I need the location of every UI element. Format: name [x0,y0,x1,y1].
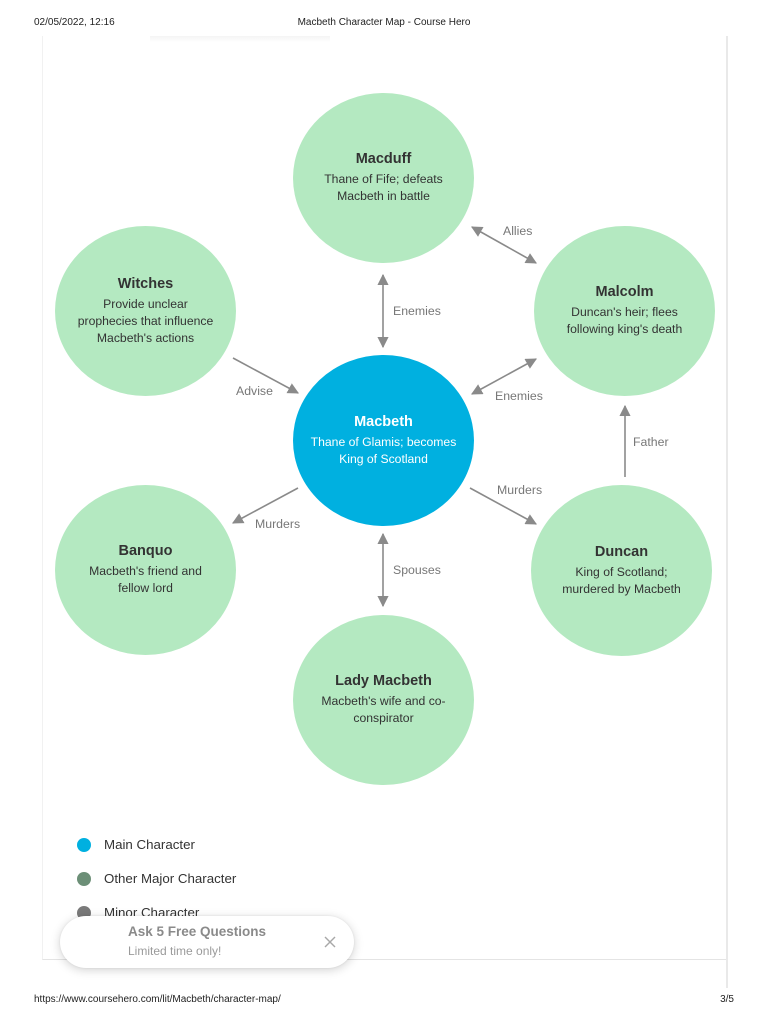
label-duncan-malcolm: Father [633,435,669,449]
legend-label: Other Major Character [104,871,237,886]
toast-subtitle: Limited time only! [128,944,222,958]
character-description: Macbeth's friend and fellow lord [89,564,202,595]
free-questions-toast[interactable]: Ask 5 Free Questions Limited time only! [60,916,354,968]
character-description: Provide unclear prophecies that influenc… [77,296,214,345]
label-macduff-malcolm: Allies [503,224,533,238]
character-node-banquo: Banquo Macbeth's friend and fellow lord [55,485,236,655]
legend-dot-main [77,838,91,852]
print-datetime: 02/05/2022, 12:16 [34,17,115,28]
legend-item-other-major: Other Major Character [77,871,327,889]
character-name: Witches [117,275,174,292]
label-witches-macbeth: Advise [236,384,273,398]
label-macbeth-lady-macbeth: Spouses [393,563,441,577]
label-macduff-macbeth: Enemies [393,304,441,318]
character-name: Macbeth [354,413,413,430]
arrow-macbeth-banquo [232,487,299,524]
character-name: Lady Macbeth [335,673,432,689]
character-node-duncan: Duncan King of Scotland; murdered by Mac… [531,485,712,656]
arrow-witches-macbeth [232,357,299,394]
character-node-macduff: Macduff Thane of Fife; defeats Macbeth i… [293,93,474,263]
character-description: Thane of Glamis; becomes King of Scotlan… [310,434,457,466]
page-frame [42,36,728,960]
character-description: Thane of Fife; defeats Macbeth in battle [324,172,443,203]
label-macbeth-banquo: Murders [255,517,301,531]
character-name: Duncan [594,543,649,560]
character-description: Macbeth's wife and co-conspirator [321,694,446,725]
character-name: Macduff [355,151,412,167]
arrow-macduff-malcolm [471,226,537,264]
character-node-malcolm: Malcolm Duncan's heir; flees following k… [534,226,715,396]
page-scroll-edge [726,36,728,988]
character-node-macbeth: Macbeth Thane of Glamis; becomes King of… [293,355,474,526]
legend-item-main: Main Character [77,837,327,855]
character-node-witches: Witches Provide unclear prophecies that … [55,226,236,396]
top-fade [150,36,330,42]
close-icon[interactable] [322,934,338,950]
character-node-lady-macbeth: Lady Macbeth Macbeth's wife and co-consp… [293,615,474,785]
character-description: Duncan's heir; flees following king's de… [566,305,683,336]
print-page-number: 3/5 [720,994,734,1005]
print-url: https://www.coursehero.com/lit/Macbeth/c… [34,994,281,1005]
toast-title[interactable]: Ask 5 Free Questions [128,924,267,939]
arrow-macbeth-malcolm [471,358,537,395]
arrow-macbeth-duncan [469,487,537,525]
legend-label: Main Character [104,837,195,852]
character-description: King of Scotland; murdered by Macbeth [562,564,681,596]
label-malcolm-macbeth: Enemies [495,389,543,403]
character-name: Banquo [118,543,173,559]
print-page-title: Macbeth Character Map - Course Hero [297,17,471,28]
legend-dot-other-major [77,872,91,886]
character-name: Malcolm [595,284,654,300]
label-macbeth-duncan: Murders [497,483,543,497]
